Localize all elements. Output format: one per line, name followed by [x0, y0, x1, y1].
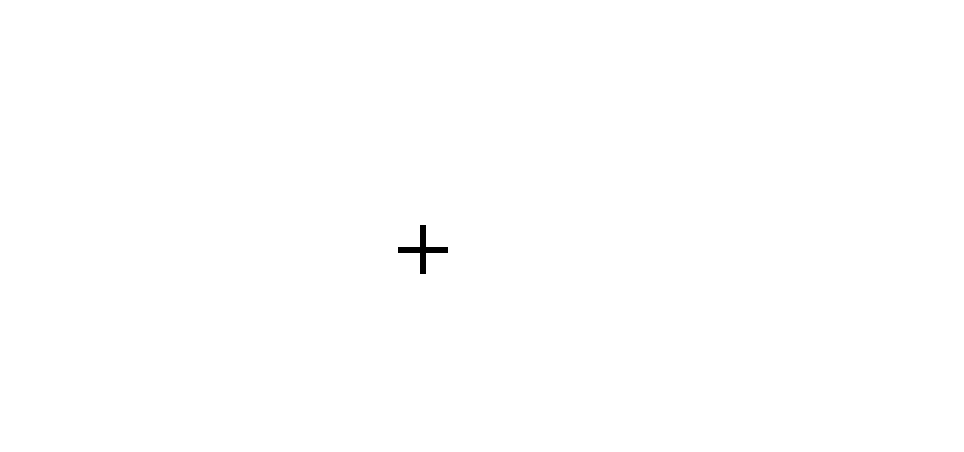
fixation-cross — [398, 225, 448, 274]
plus-icon — [398, 225, 448, 274]
